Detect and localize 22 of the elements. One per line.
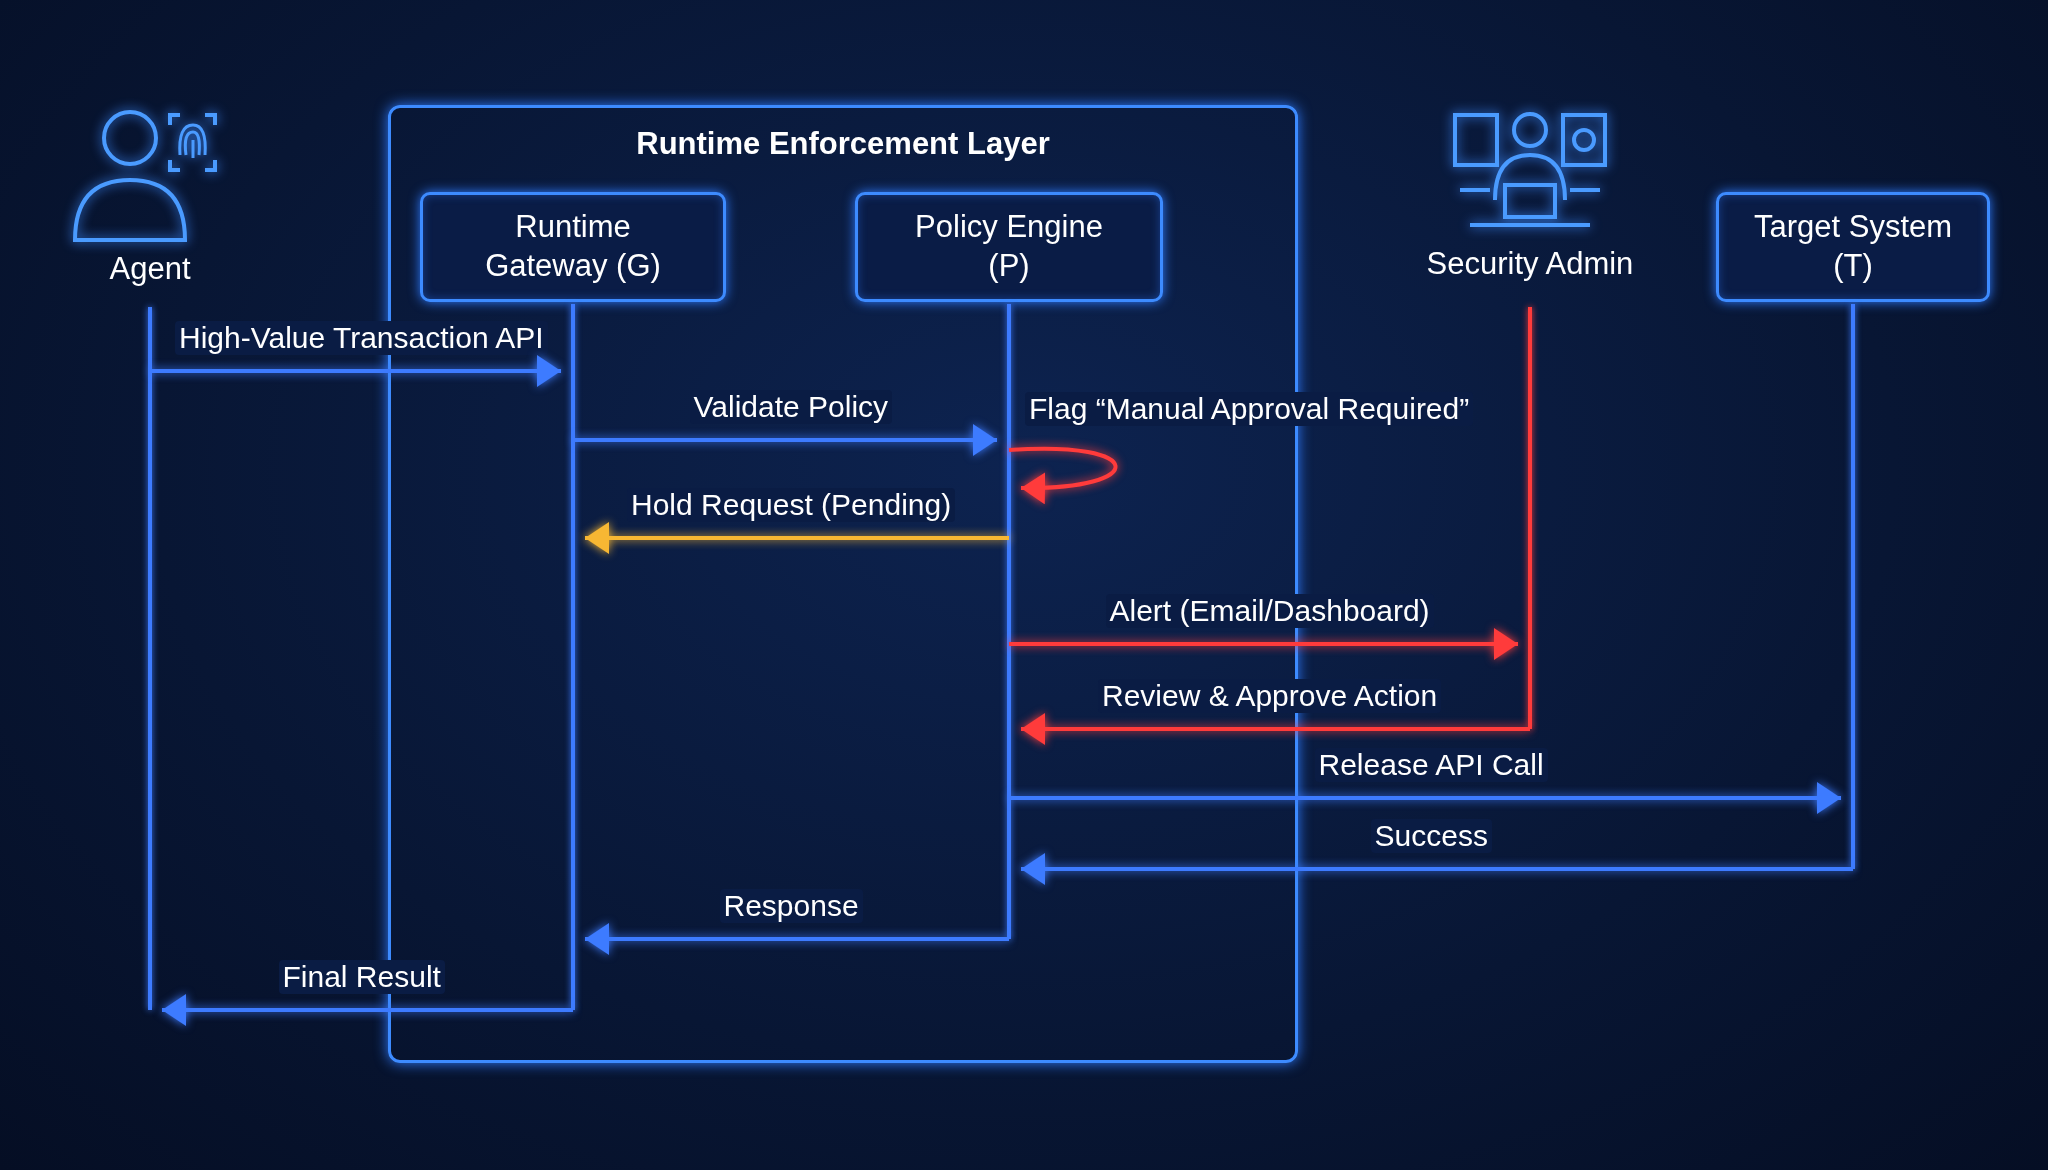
message-arrow [1021, 713, 1530, 745]
group-title: Runtime Enforcement Layer [635, 126, 1051, 162]
actor-label: Agent [108, 251, 192, 287]
message-label: Alert (Email/Dashboard) [1105, 594, 1434, 628]
message-arrow [1021, 853, 1853, 885]
message-label: Response [719, 889, 863, 923]
message-arrow [162, 994, 573, 1026]
message-arrow [1008, 446, 1118, 504]
message-arrow [573, 424, 997, 456]
participant-box: Policy Engine (P) [855, 192, 1163, 302]
message-arrow [585, 522, 1009, 554]
message-label: Release API Call [1314, 748, 1548, 782]
message-label: Final Result [278, 960, 445, 994]
message-arrow [1009, 628, 1518, 660]
message-arrow [585, 923, 1009, 955]
message-label: Success [1370, 819, 1492, 853]
message-label: High-Value Transaction API [175, 321, 548, 355]
message-arrow [150, 355, 561, 387]
actor-label: Security Admin [1425, 246, 1635, 282]
message-arrow [1009, 782, 1841, 814]
participant-box: Target System (T) [1716, 192, 1990, 302]
participant-box: Runtime Gateway (G) [420, 192, 726, 302]
